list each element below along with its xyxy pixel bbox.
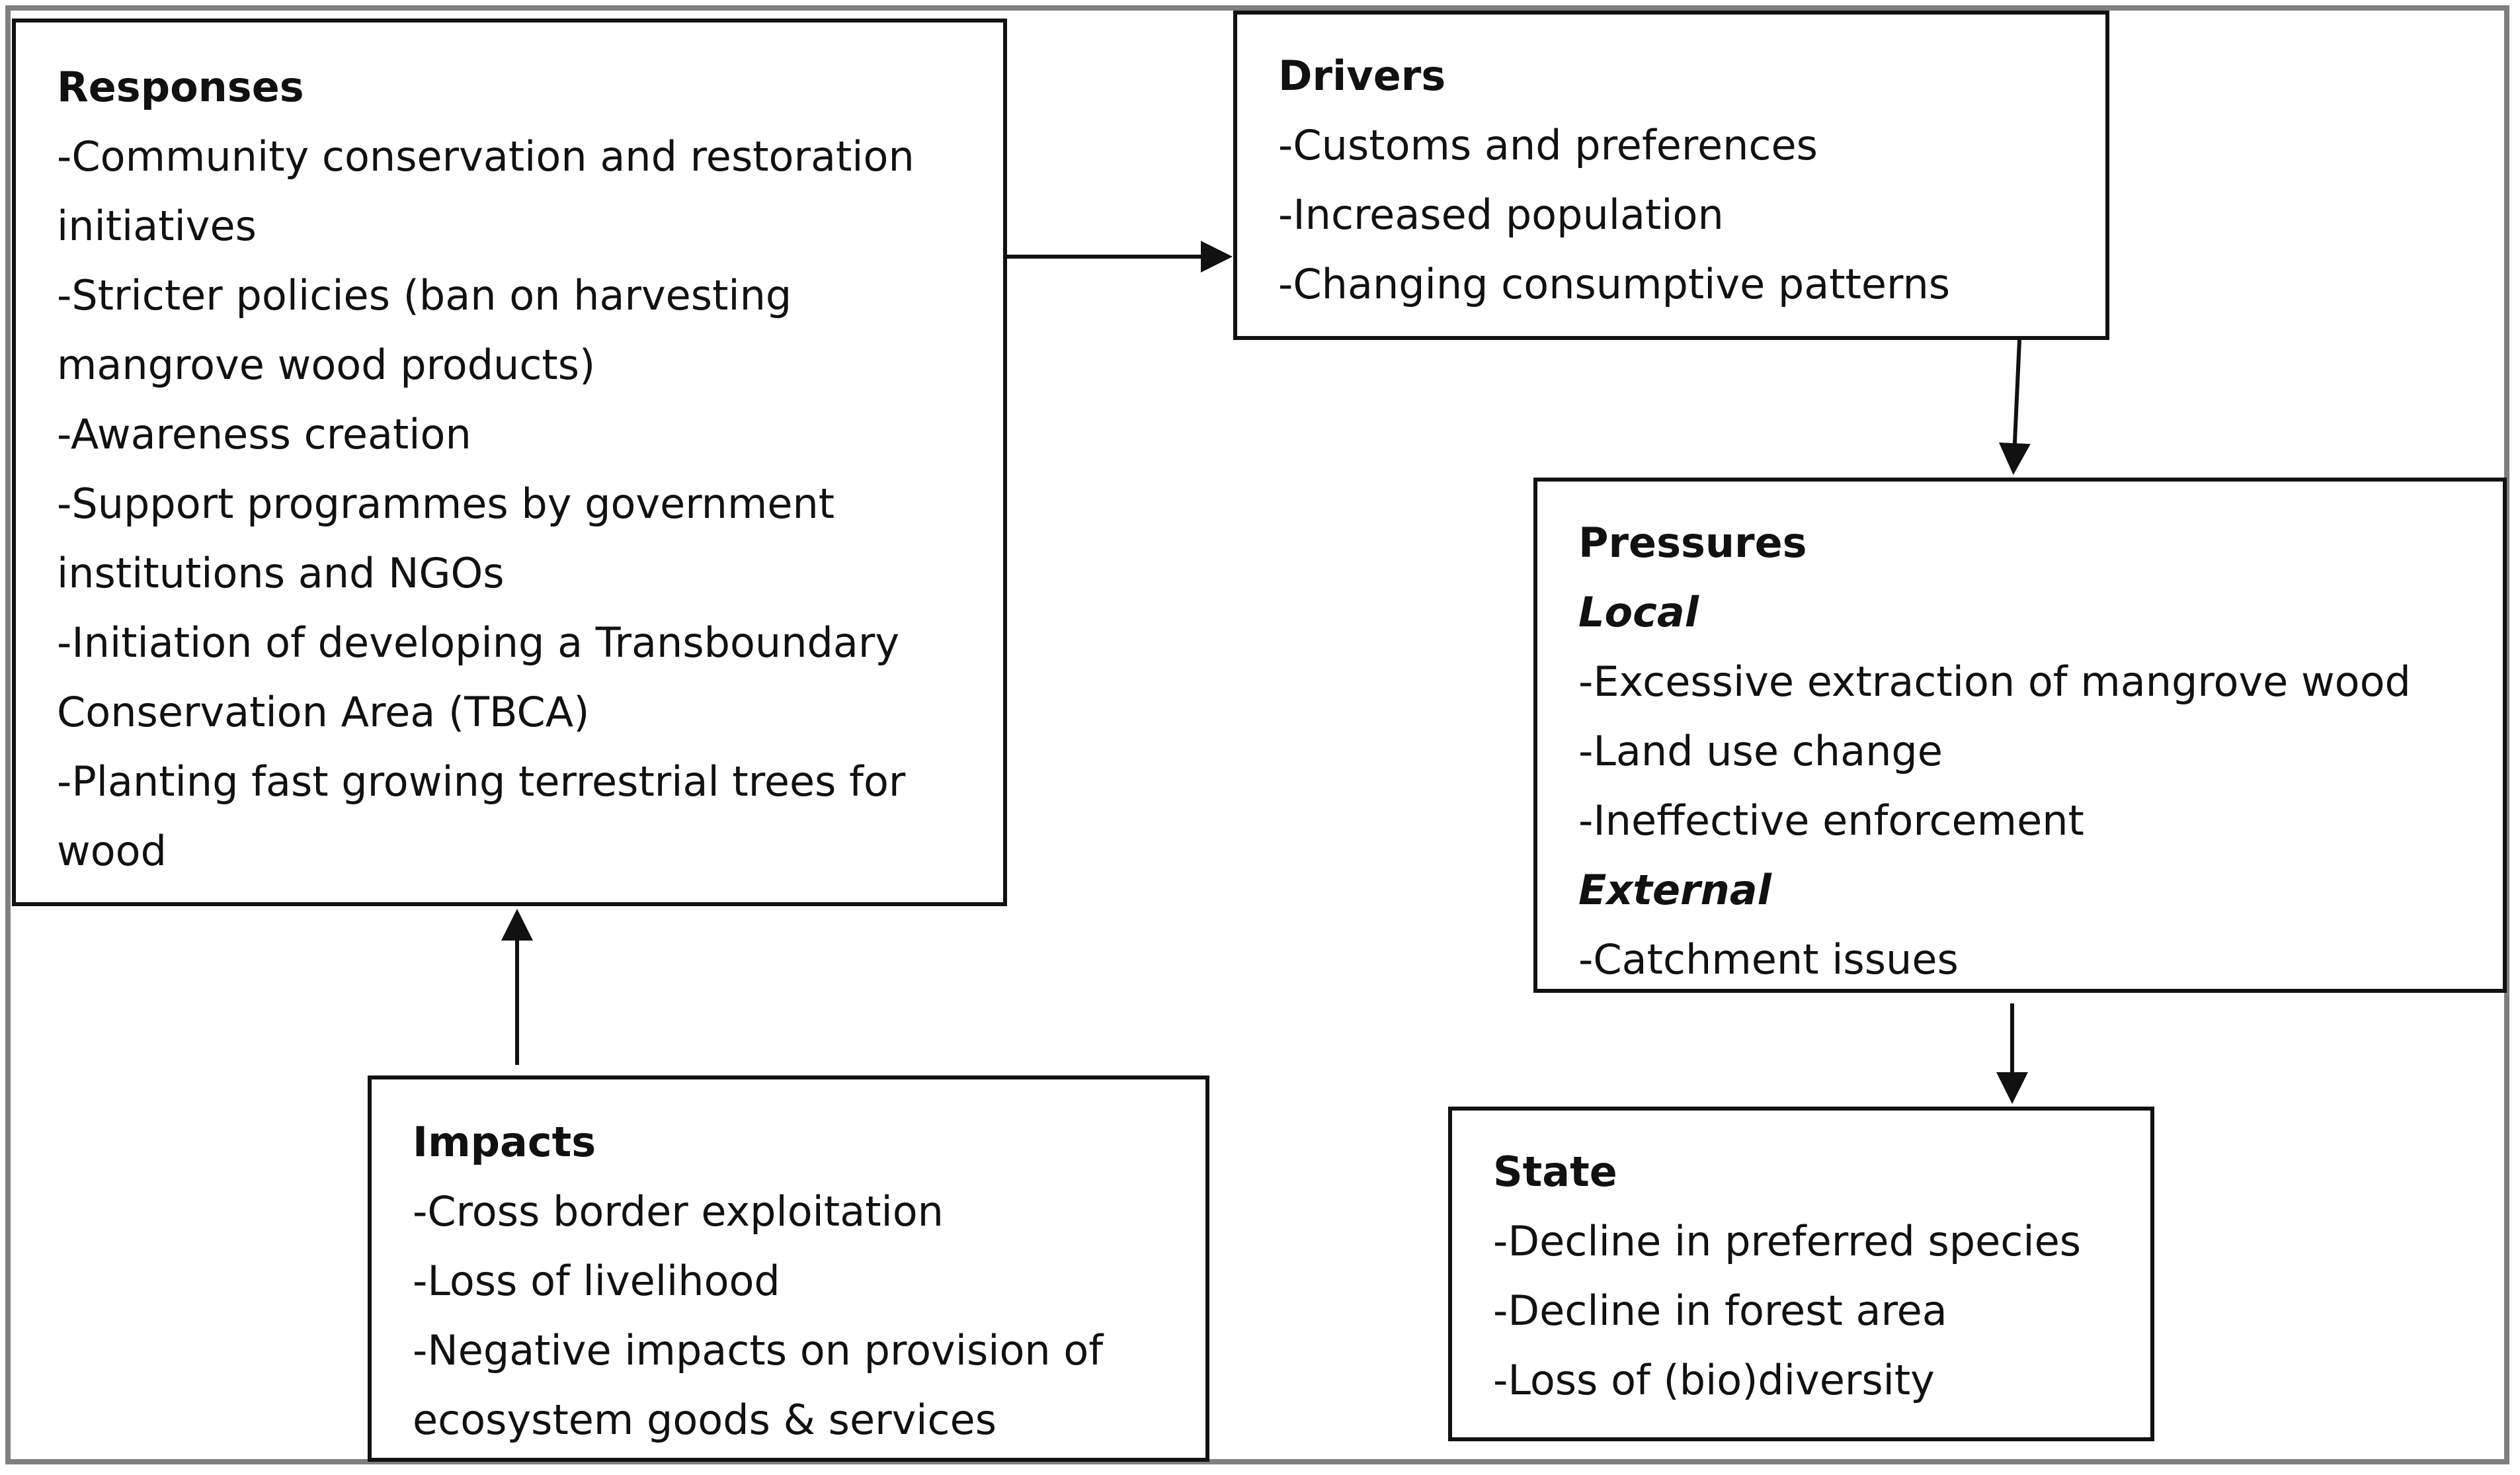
pressures-local-item: -Excessive extraction of mangrove wood (1578, 657, 2411, 706)
responses-item: -Stricter policies (ban on harvesting (57, 271, 792, 319)
impacts-title: Impacts (413, 1118, 596, 1166)
pressures-box: Pressures Local -Excessive extraction of… (1533, 478, 2507, 993)
impacts-item: -Loss of livelihood (413, 1257, 780, 1305)
responses-item: mangrove wood products) (57, 341, 596, 389)
pressures-title: Pressures (1578, 519, 1807, 567)
responses-box: Responses -Community conservation and re… (12, 19, 1007, 906)
impacts-box: Impacts -Cross border exploitation -Loss… (368, 1075, 1209, 1462)
figure-frame (5, 5, 2509, 1464)
state-item: -Decline in forest area (1493, 1286, 1947, 1335)
drivers-box: Drivers -Customs and preferences -Increa… (1233, 11, 2109, 340)
pressures-local-item: -Land use change (1578, 727, 1943, 775)
drivers-item: -Increased population (1278, 190, 1724, 239)
responses-item: wood (57, 827, 167, 875)
impacts-item: -Negative impacts on provision of (413, 1326, 1104, 1374)
state-title: State (1493, 1148, 1617, 1196)
impacts-item: -Cross border exploitation (413, 1187, 944, 1236)
pressures-external-item: -Catchment issues (1578, 935, 1959, 984)
responses-item: institutions and NGOs (57, 549, 505, 597)
drivers-item: -Changing consumptive patterns (1278, 260, 1951, 308)
impacts-item: ecosystem goods & services (413, 1396, 997, 1444)
pressures-local-item: -Ineffective enforcement (1578, 796, 2084, 845)
drivers-item: -Customs and preferences (1278, 121, 1818, 169)
state-item: -Decline in preferred species (1493, 1217, 2082, 1265)
responses-item: -Initiation of developing a Transboundar… (57, 618, 900, 667)
responses-item: -Planting fast growing terrestrial trees… (57, 757, 906, 806)
responses-item: initiatives (57, 202, 257, 250)
state-item: -Loss of (bio)diversity (1493, 1356, 1935, 1404)
responses-item: -Community conservation and restoration (57, 132, 915, 181)
responses-item: Conservation Area (TBCA) (57, 688, 590, 736)
responses-title: Responses (57, 63, 304, 111)
responses-item: -Awareness creation (57, 410, 471, 458)
pressures-external-label: External (1578, 866, 1771, 914)
state-box: State -Decline in preferred species -Dec… (1448, 1107, 2154, 1441)
pressures-local-label: Local (1578, 588, 1699, 636)
drivers-title: Drivers (1278, 52, 1446, 100)
responses-item: -Support programmes by government (57, 480, 835, 528)
